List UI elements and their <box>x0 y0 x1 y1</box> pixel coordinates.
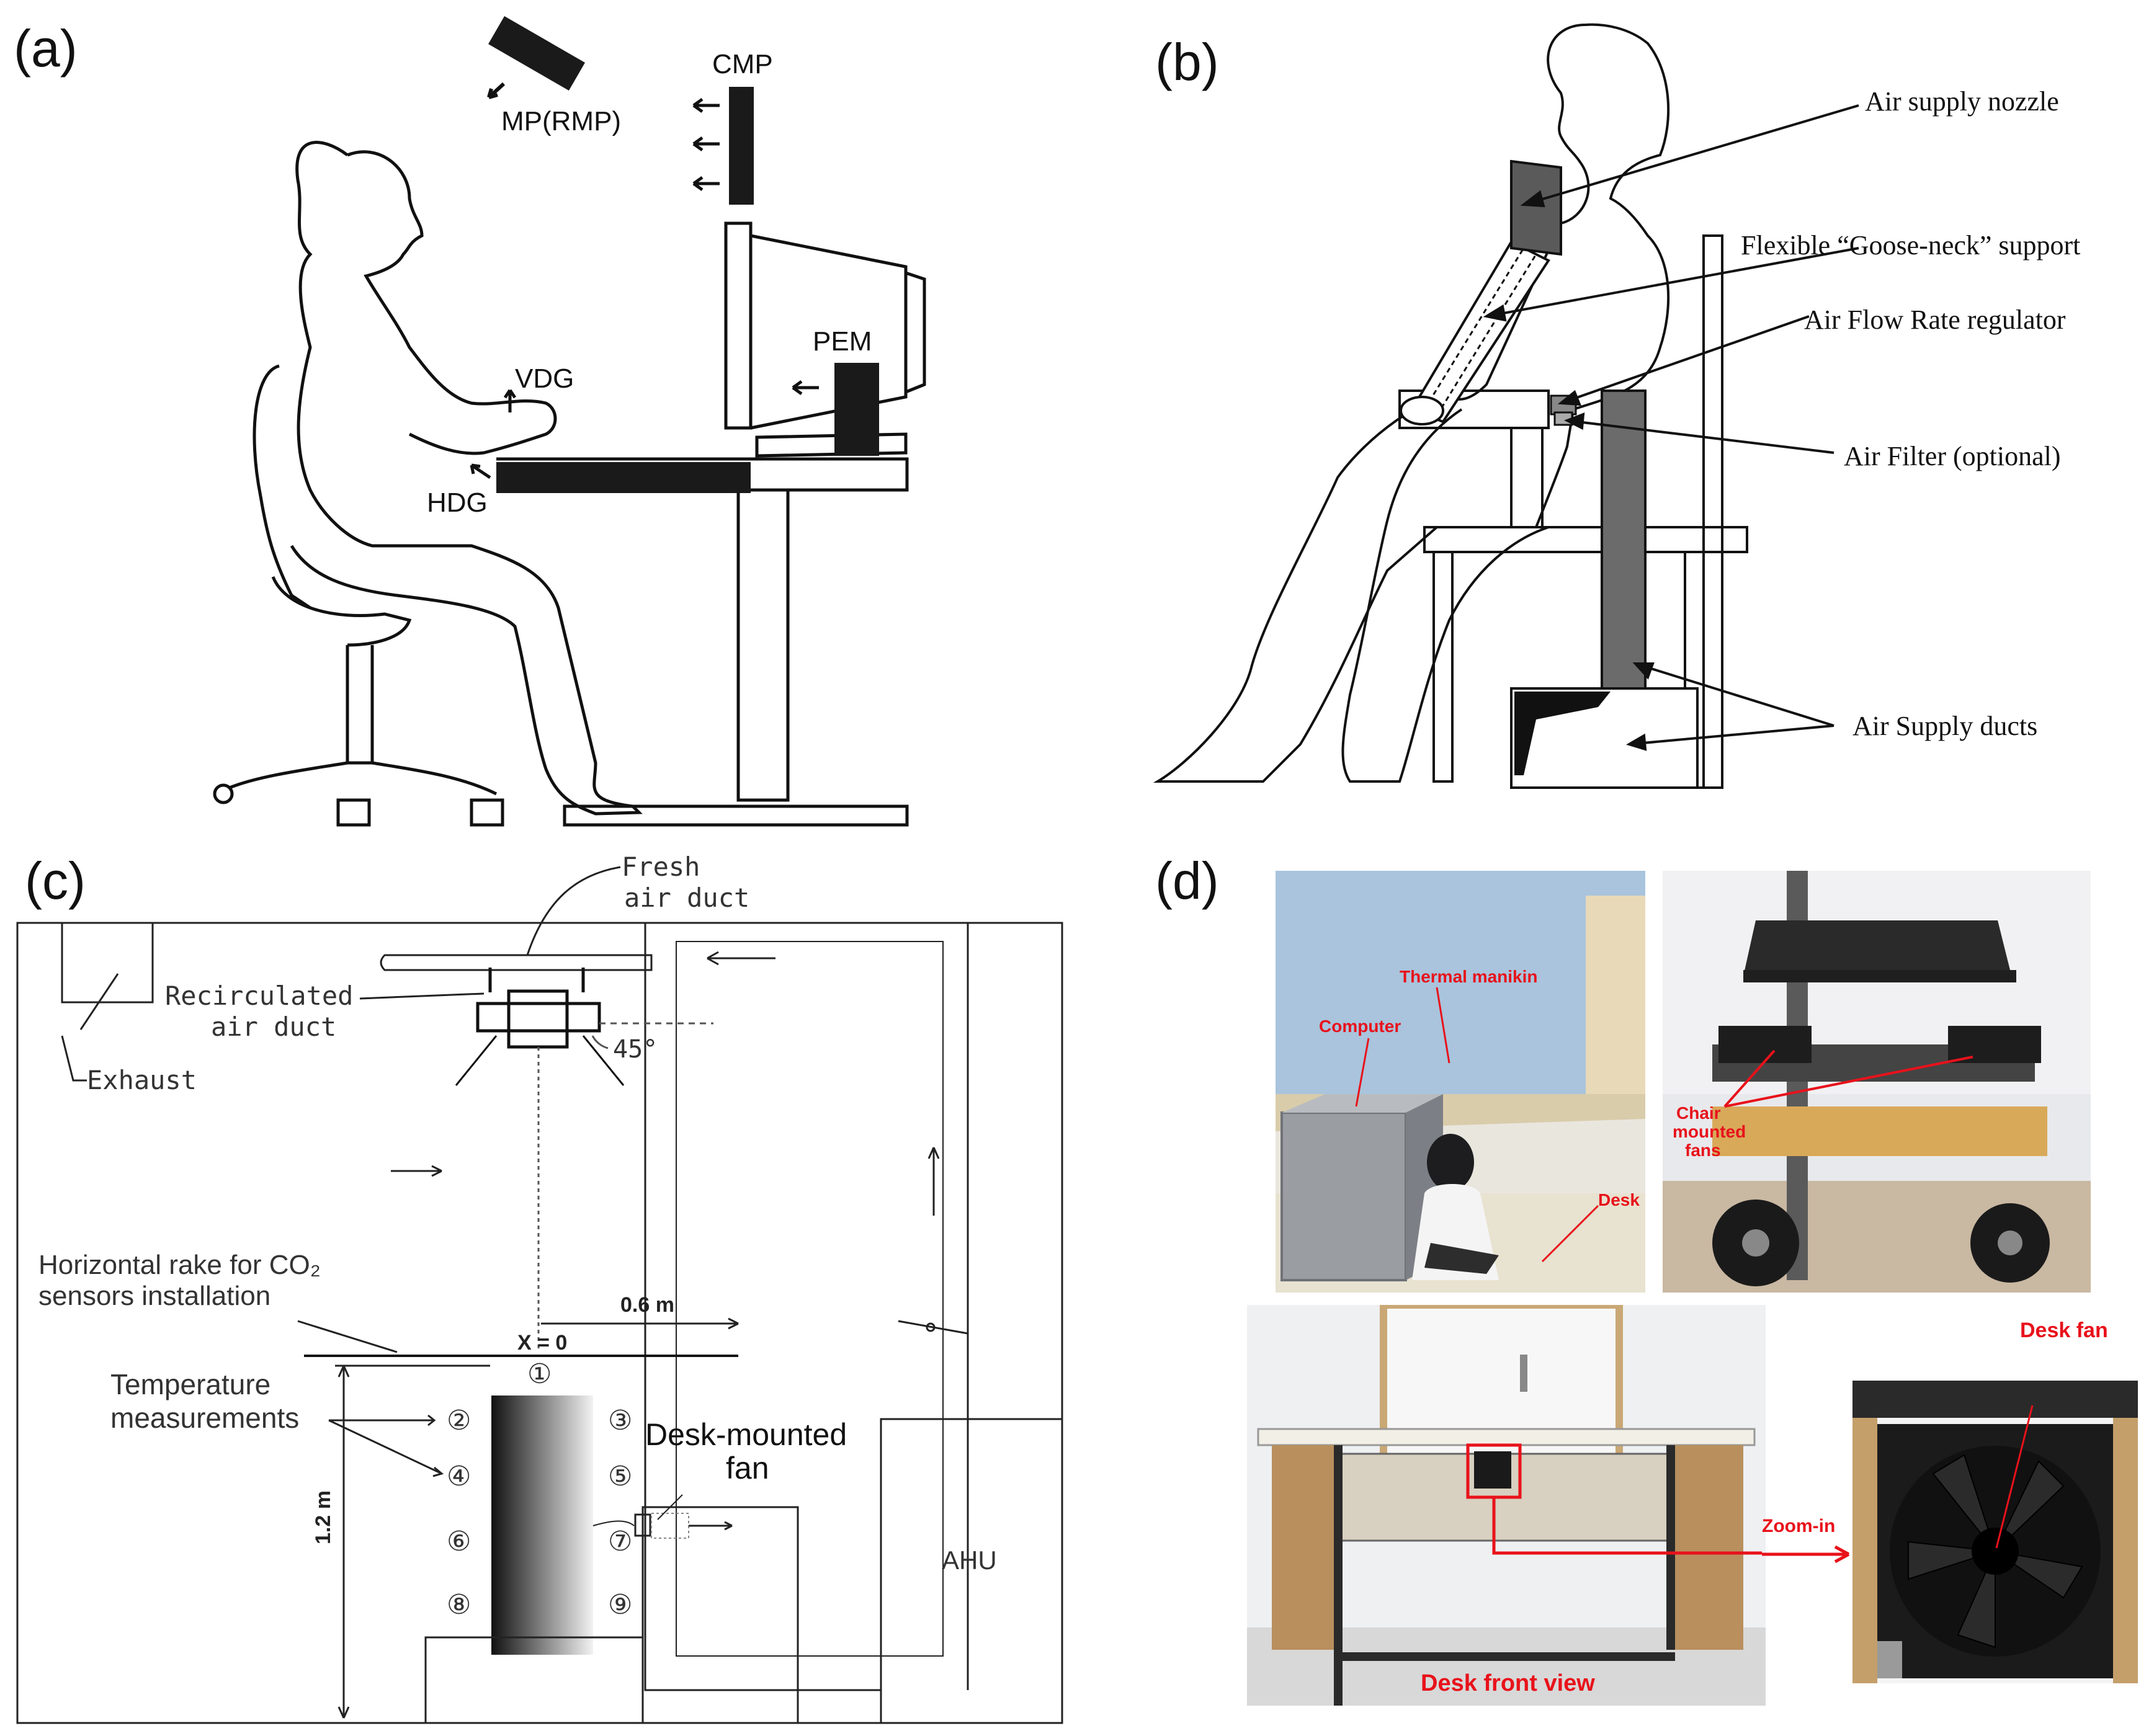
chair <box>213 364 504 827</box>
desk-right-panel <box>1669 1445 1743 1650</box>
arm-support <box>1510 427 1544 528</box>
flow-arrows <box>391 951 940 1216</box>
desk-fan-label-text: Desk fan <box>2020 1319 2108 1342</box>
desk-block <box>641 1506 799 1724</box>
chair-fan-right <box>1948 1026 2041 1063</box>
chair-fans-label-line2: mounted <box>1673 1122 1746 1141</box>
photo-chair-fans: Chair mounted fans <box>1663 871 2091 1293</box>
distance-dimension <box>541 1317 739 1330</box>
cmp-arrows <box>692 97 720 192</box>
measurement-points: ① ② ③ ④ ⑤ ⑥ ⑦ ⑧ ⑨ <box>447 1359 632 1620</box>
supply-duct-vertical <box>1601 389 1647 714</box>
label-goose-neck: Flexible “Goose-neck” support <box>1741 230 2080 260</box>
panel-a-label: (a) <box>14 19 78 78</box>
hdg-probe <box>496 462 751 493</box>
pem-label: PEM <box>813 326 872 357</box>
fan-label-line2: fan <box>726 1451 769 1485</box>
panel-a-illustration: MP(RMP) CMP PEM HDG VDG <box>213 16 926 827</box>
point-8: ⑧ <box>447 1590 471 1620</box>
rake-label-line1: Horizontal rake for CO₂ <box>38 1250 321 1280</box>
temp-label-line2: measurements <box>110 1402 299 1434</box>
pem-arrow <box>792 380 819 396</box>
photo-thermal-manikin: Thermal manikin Computer Desk <box>1276 871 1645 1293</box>
point-2: ② <box>447 1405 471 1436</box>
ahu-label: AHU <box>942 1546 997 1575</box>
desk-left-panel <box>1272 1445 1340 1650</box>
fresh-air-label-line1: Fresh <box>622 852 700 882</box>
rake-label-line2: sensors installation <box>38 1281 270 1311</box>
chair-fan-left <box>1718 1026 1812 1063</box>
seated-person-silhouette <box>1153 23 1670 783</box>
computer-label: Computer <box>1319 1017 1401 1036</box>
label-air-supply-ducts: Air Supply ducts <box>1852 711 2037 741</box>
zoom-in-annotation: Zoom-in <box>1762 1516 1850 1564</box>
fan-label-line1: Desk-mounted <box>645 1417 847 1452</box>
mp-probe <box>487 16 585 99</box>
point-5: ⑤ <box>608 1461 632 1492</box>
label-flow-regulator: Air Flow Rate regulator <box>1804 305 2066 335</box>
panel-b-illustration: Air supply nozzle Flexible “Goose-neck” … <box>1153 23 2080 789</box>
point-3: ③ <box>608 1405 632 1436</box>
x0-label: X = 0 <box>517 1331 567 1355</box>
label-air-filter: Air Filter (optional) <box>1844 441 2061 471</box>
photo-desk-fan: Desk fan <box>1852 1381 2138 1683</box>
ahu-box <box>880 1418 1063 1724</box>
fresh-air-label-line2: air duct <box>624 883 749 913</box>
woman-silhouette <box>290 141 643 816</box>
desk-front-label: Desk front view <box>1421 1670 1595 1696</box>
exhaust-label: Exhaust <box>87 1065 197 1095</box>
person-leg-front <box>1341 408 1549 783</box>
desk-label: Desk <box>1598 1190 1640 1209</box>
goose-neck-support <box>1400 240 1550 425</box>
distance-label: 0.6 m <box>620 1293 674 1317</box>
recirc-label-line1: Recirculated <box>165 981 353 1011</box>
supply-duct-base <box>1510 687 1699 789</box>
chair-frame <box>1423 234 1748 789</box>
leader-lines <box>1483 104 1859 751</box>
point-4: ④ <box>447 1461 471 1492</box>
ducts <box>380 922 969 1691</box>
photo-desk-front: Desk front view <box>1247 1305 1766 1706</box>
label-air-supply-nozzle: Air supply nozzle <box>1865 86 2059 117</box>
point-7: ⑦ <box>608 1526 632 1557</box>
panel-b-label: (b) <box>1155 33 1219 91</box>
point-1: ① <box>527 1359 552 1389</box>
mp-label: MP(RMP) <box>501 106 621 136</box>
temp-label-line1: Temperature <box>110 1368 270 1400</box>
arm-box <box>1398 389 1550 429</box>
chair-fans-label-line1: Chair <box>1676 1103 1721 1123</box>
angle-label: 45° <box>613 1035 658 1064</box>
height-dimension <box>335 1364 490 1719</box>
chair-fans-label-line3: fans <box>1685 1141 1721 1160</box>
panel-c-illustration: Exhaust Fresh air duct Recirculated air … <box>16 852 1063 1724</box>
hdg-arrow <box>470 463 491 479</box>
hdg-label: HDG <box>427 487 488 518</box>
panel-d-label: (d) <box>1155 852 1219 910</box>
cmp-label: CMP <box>712 49 773 79</box>
panel-c-label: (c) <box>25 852 86 910</box>
pem-probe <box>834 363 879 456</box>
cmp-probe <box>729 87 754 205</box>
temp-leaders <box>328 1414 444 1477</box>
point-6: ⑥ <box>447 1526 471 1557</box>
point-9: ⑨ <box>608 1590 632 1620</box>
desk <box>496 457 909 827</box>
desk-fan-symbol <box>634 1513 651 1537</box>
manikin-label: Thermal manikin <box>1400 967 1538 986</box>
fan-hub <box>1972 1528 2019 1575</box>
occupant-cylinder <box>491 1395 593 1655</box>
diffuser <box>455 968 625 1086</box>
air-supply-nozzle <box>1510 159 1562 256</box>
vdg-label: VDG <box>515 363 574 394</box>
zoom-in-label: Zoom-in <box>1762 1516 1835 1536</box>
fresh-air-leader <box>526 866 621 956</box>
desk-fan-small <box>1474 1451 1511 1489</box>
exhaust-box <box>61 922 154 1004</box>
height-label: 1.2 m <box>311 1490 335 1544</box>
recirc-label-line2: air duct <box>211 1012 336 1042</box>
computer-box <box>1280 1111 1407 1281</box>
